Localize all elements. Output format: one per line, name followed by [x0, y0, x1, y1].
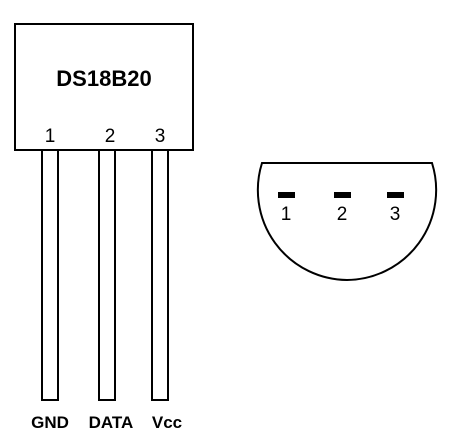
pin-leg-1 [41, 149, 59, 401]
front-pin-number-2: 2 [105, 126, 116, 147]
pin-leg-2 [98, 149, 116, 401]
bottom-view: 1 2 3 [256, 162, 438, 282]
pin-leg-3 [151, 149, 169, 401]
pin-label-vcc: Vcc [152, 413, 182, 432]
chip-name: DS18B20 [56, 66, 151, 91]
front-pin-number-1: 1 [45, 126, 56, 147]
bottom-pin-number-3: 3 [390, 204, 401, 225]
pin-marker-3 [387, 192, 404, 198]
pin-marker-1 [278, 192, 295, 198]
bottom-pin-number-2: 2 [337, 204, 348, 225]
front-pin-number-3: 3 [155, 126, 166, 147]
pin-label-data: DATA [89, 413, 134, 432]
package-body [14, 23, 194, 151]
front-view: DS18B20 1 2 3 GND DATA Vcc [14, 23, 194, 432]
pin-label-gnd: GND [31, 413, 69, 432]
bottom-pin-number-1: 1 [281, 204, 292, 225]
pin-marker-2 [334, 192, 351, 198]
